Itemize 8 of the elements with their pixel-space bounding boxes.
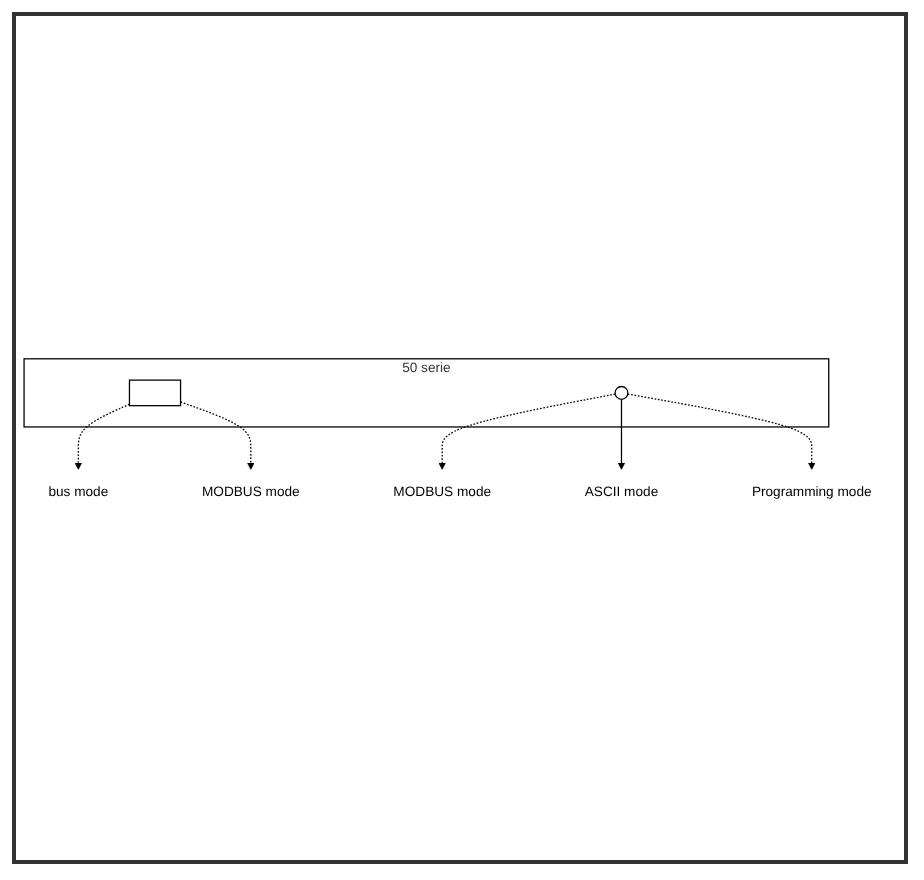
arrow	[617, 399, 626, 471]
arrow	[627, 394, 816, 471]
node-circle	[614, 386, 629, 401]
arrow	[438, 394, 616, 471]
node-box	[128, 380, 182, 408]
arrow	[179, 402, 255, 471]
arrow	[74, 404, 131, 471]
cluster	[23, 359, 830, 429]
